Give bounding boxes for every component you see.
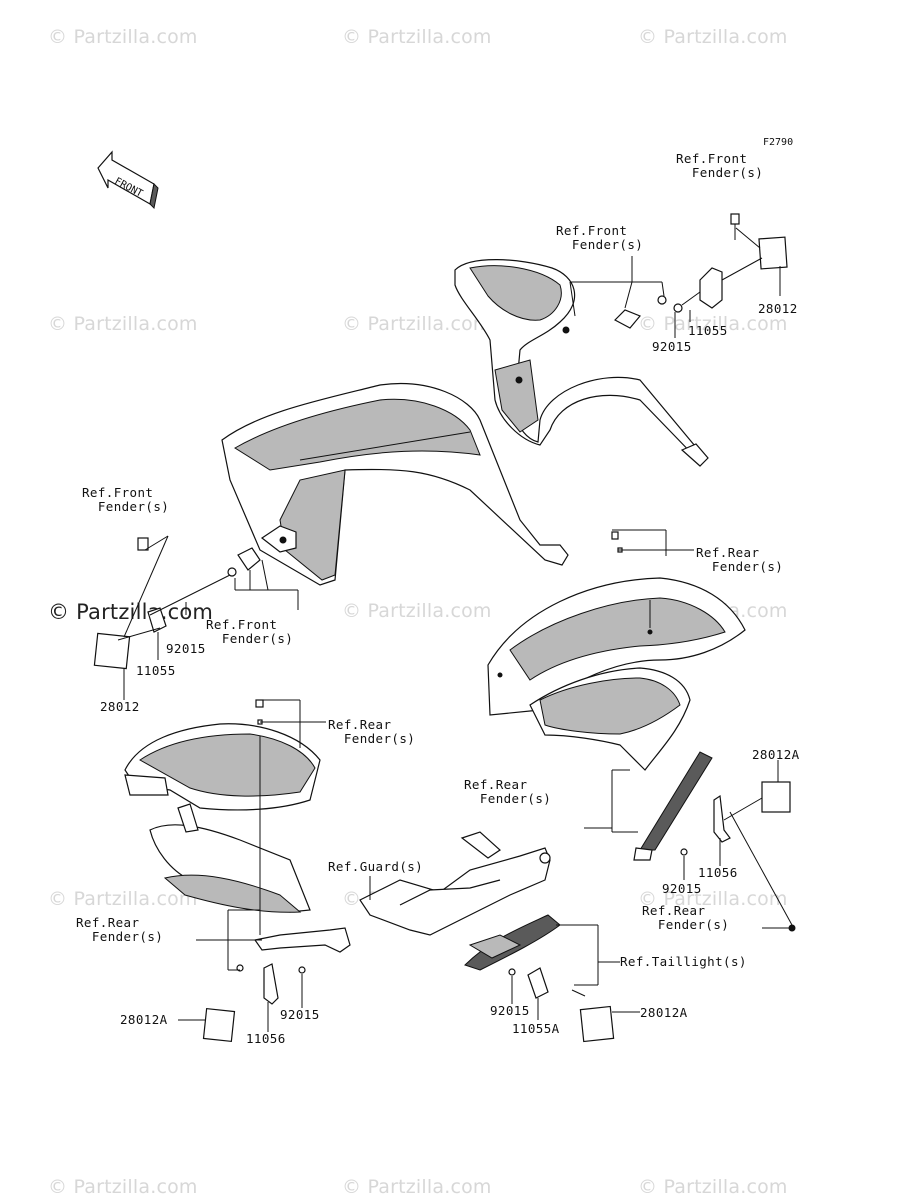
label-part-11055: 11055 <box>136 663 176 678</box>
nut-92015-center <box>508 968 516 976</box>
front-fender-upper-right <box>454 259 709 467</box>
watermark: © Partzilla.com <box>48 600 214 624</box>
label-ref-taillight: Ref.Taillight(s) <box>620 954 747 969</box>
watermark: © Partzilla.com <box>342 313 492 335</box>
hardware-left-front <box>93 535 261 670</box>
label-ref-front-fender: Ref.Front Fender(s) <box>676 151 764 180</box>
nut-92015-right <box>680 848 688 856</box>
reflector-28012-left <box>93 632 131 670</box>
front-arrow-icon: FRONT <box>97 150 159 210</box>
nut-92015-top <box>673 303 683 313</box>
nut-92015-left <box>227 567 237 577</box>
label-ref-rear-fender: Ref.Rear Fender(s) <box>464 777 552 806</box>
rear-fender-upper-right <box>487 531 746 861</box>
bracket-11056-right <box>713 794 731 843</box>
watermark: © Partzilla.com <box>48 888 198 910</box>
label-part-92015: 92015 <box>662 881 702 896</box>
watermark: © Partzilla.com <box>638 26 788 48</box>
label-ref-rear-fender: Ref.Rear Fender(s) <box>696 545 784 574</box>
label-ref-rear-fender: Ref.Rear Fender(s) <box>76 915 164 944</box>
label-part-11056: 11056 <box>698 865 738 880</box>
label-part-11055A: 11055A <box>512 1021 560 1036</box>
reflector-28012A-right <box>761 781 791 813</box>
watermark: © Partzilla.com <box>342 1176 492 1198</box>
bracket-11055-top <box>699 267 723 309</box>
label-part-92015: 92015 <box>166 641 206 656</box>
watermark: © Partzilla.com <box>48 26 198 48</box>
leader-lines <box>123 256 790 1032</box>
watermark: © Partzilla.com <box>342 600 492 622</box>
label-part-92015: 92015 <box>652 339 692 354</box>
bracket-11056-left <box>263 963 279 1005</box>
label-part-28012A: 28012A <box>640 1005 688 1020</box>
rear-guard <box>359 831 615 1043</box>
label-ref-rear-fender: Ref.Rear Fender(s) <box>328 717 416 746</box>
hardware-upper-right <box>614 213 788 329</box>
label-part-92015: 92015 <box>490 1003 530 1018</box>
watermark: © Partzilla.com <box>638 888 788 910</box>
front-fender-large <box>221 383 569 586</box>
bracket-11055A <box>527 967 549 999</box>
label-ref-rear-fender: Ref.Rear Fender(s) <box>642 903 730 932</box>
watermark: © Partzilla.com <box>48 313 198 335</box>
label-ref-front-fender: Ref.Front Fender(s) <box>82 485 170 514</box>
label-part-28012: 28012 <box>100 699 140 714</box>
label-part-92015: 92015 <box>280 1007 320 1022</box>
reflector-28012A-left <box>202 1007 236 1043</box>
rear-fender-left <box>124 699 351 1043</box>
label-part-11056: 11056 <box>246 1031 286 1046</box>
watermark: © Partzilla.com <box>48 1176 198 1198</box>
watermark: © Partzilla.com <box>638 1176 788 1198</box>
watermark: © Partzilla.com <box>342 26 492 48</box>
hardware-rear-right <box>680 781 796 932</box>
label-part-28012: 28012 <box>758 301 798 316</box>
reflector-28012-top <box>758 236 788 270</box>
label-ref-front-fender: Ref.Front Fender(s) <box>206 617 294 646</box>
nut-92015-left-low <box>298 966 306 974</box>
diagram-code: F2790 <box>763 137 794 148</box>
label-ref-guard: Ref.Guard(s) <box>328 859 424 874</box>
label-part-28012A: 28012A <box>752 747 800 762</box>
label-ref-front-fender: Ref.Front Fender(s) <box>556 223 644 252</box>
reflector-28012A-center <box>579 1005 615 1043</box>
label-part-28012A: 28012A <box>120 1012 168 1027</box>
label-part-11055: 11055 <box>688 323 728 338</box>
